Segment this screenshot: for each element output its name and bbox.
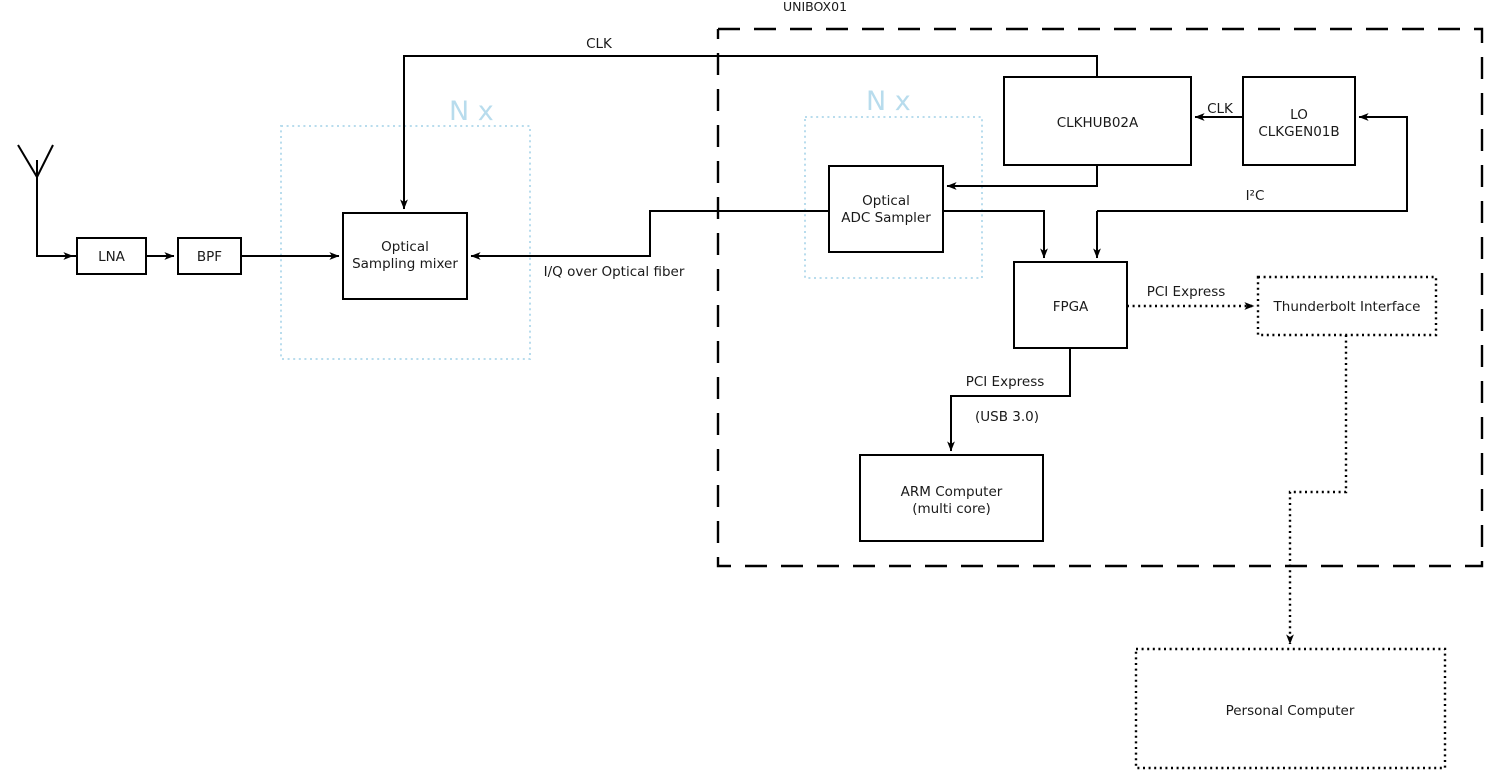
lo-clkgen01b-label-line1: LO	[1290, 107, 1308, 123]
wire-clkhub-to-adc-sampler	[946, 165, 1098, 190]
clk-lo-label: CLK	[1207, 101, 1234, 117]
arm-computer-label-line2: (multi core)	[912, 501, 991, 517]
iq-optical-fiber-label: I/Q over Optical fiber	[544, 264, 685, 280]
thunderbolt-interface-label: Thunderbolt Interface	[1273, 299, 1421, 315]
lna-label: LNA	[98, 249, 126, 265]
wire-i2c-to-lo: I²C	[1097, 113, 1408, 212]
wire-iq-optical-fiber: I/Q over Optical fiber	[470, 210, 829, 280]
clkhub02a-box[interactable]	[1003, 76, 1192, 166]
optical-adc-sampler-label-line1: Optical	[862, 193, 910, 209]
arm-computer-label-line1: ARM Computer	[901, 484, 1003, 500]
optical-adc-sampler-box[interactable]	[828, 165, 944, 253]
pci-express-thunderbolt-label: PCI Express	[1147, 284, 1226, 300]
wire-adc-sampler-to-fpga	[943, 210, 1048, 259]
bpf-box[interactable]	[177, 237, 242, 275]
block-optical-adc-sampler[interactable]: Optical ADC Sampler	[828, 165, 944, 253]
wire-fpga-to-arm-computer: PCI Express (USB 3.0)	[947, 348, 1071, 452]
pci-express-arm-label: PCI Express	[966, 374, 1045, 390]
unibox01-enclosure: UNIBOX01	[716, 0, 1484, 568]
usb3-label: (USB 3.0)	[975, 409, 1039, 425]
wire-clk-to-mixer: CLK	[400, 36, 1098, 210]
nx-label-adc: N x	[866, 86, 911, 117]
block-bpf[interactable]: BPF	[177, 237, 242, 275]
group-rf-front-end-nx: N x	[280, 96, 531, 360]
block-arm-computer[interactable]: ARM Computer (multi core)	[859, 454, 1044, 542]
bpf-label: BPF	[197, 249, 222, 265]
block-thunderbolt-interface[interactable]: Thunderbolt Interface	[1256, 275, 1438, 337]
antenna-icon	[17, 144, 77, 257]
lo-clkgen01b-label-line2: CLKGEN01B	[1258, 124, 1339, 140]
wire-lo-to-clkhub-clk: CLK	[1194, 101, 1243, 121]
clkhub02a-label: CLKHUB02A	[1057, 115, 1139, 131]
block-optical-sampling-mixer[interactable]: Optical Sampling mixer	[342, 212, 468, 300]
optical-sampling-mixer-box[interactable]	[342, 212, 468, 300]
lo-clkgen01b-box[interactable]	[1242, 76, 1356, 166]
optical-sampling-mixer-label-line2: Sampling mixer	[352, 256, 458, 272]
i2c-label: I²C	[1246, 188, 1265, 204]
optical-adc-sampler-label-line2: ADC Sampler	[841, 210, 931, 226]
block-personal-computer[interactable]: Personal Computer	[1134, 647, 1447, 770]
block-lna[interactable]: LNA	[76, 237, 147, 275]
lna-box[interactable]	[76, 237, 147, 275]
nx-label-rf: N x	[449, 96, 494, 127]
personal-computer-label: Personal Computer	[1226, 703, 1355, 719]
wire-thunderbolt-to-personal-computer	[1286, 335, 1348, 645]
optical-sampling-mixer-label-line1: Optical	[381, 239, 429, 255]
block-lo-clkgen01b[interactable]: LO CLKGEN01B	[1242, 76, 1356, 166]
personal-computer-box[interactable]	[1134, 647, 1447, 770]
arm-computer-box[interactable]	[859, 454, 1044, 542]
wire-fpga-to-thunderbolt: PCI Express	[1127, 284, 1255, 310]
unibox01-label: UNIBOX01	[783, 0, 847, 14]
block-fpga[interactable]: FPGA	[1013, 261, 1128, 349]
group-adc-nx: N x	[804, 86, 983, 279]
fpga-box[interactable]	[1013, 261, 1128, 349]
nx-group-box-rf	[280, 125, 531, 360]
fpga-label: FPGA	[1053, 299, 1089, 315]
nx-group-box-adc	[804, 116, 983, 279]
block-clkhub02a[interactable]: CLKHUB02A	[1003, 76, 1192, 166]
clk-top-label: CLK	[586, 36, 613, 52]
